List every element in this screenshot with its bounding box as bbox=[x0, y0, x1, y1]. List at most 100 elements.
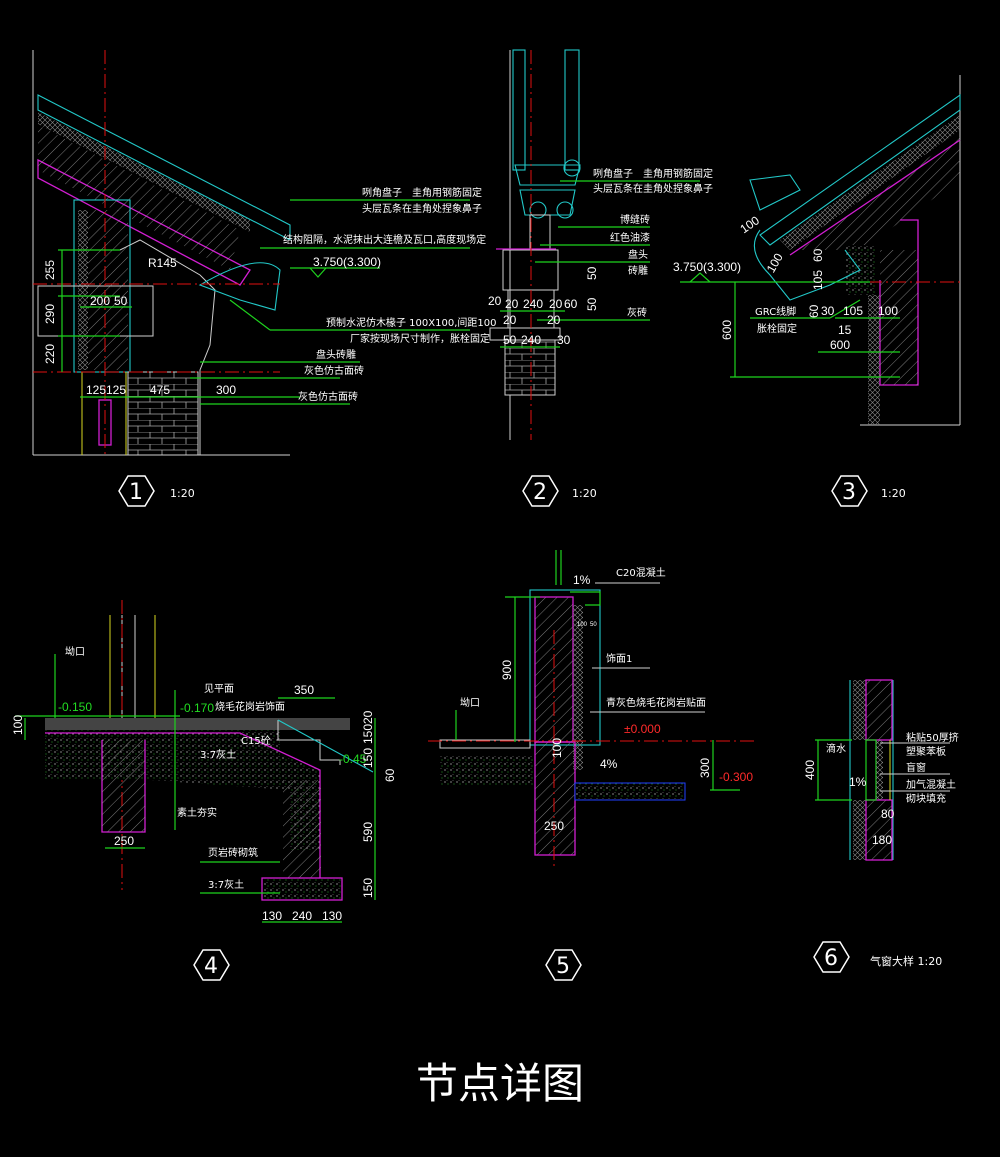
dim: 900 bbox=[500, 660, 514, 680]
dim: 250 bbox=[114, 834, 134, 848]
note: 结构阻隔，水泥抹出大连檐及瓦口,高度现场定 bbox=[283, 233, 486, 246]
note: 滴水 bbox=[826, 742, 846, 755]
dim: 240 bbox=[521, 333, 541, 347]
dim: 600 bbox=[720, 320, 734, 340]
note: 灰色仿古面砖 bbox=[304, 364, 364, 377]
note: 盘头 bbox=[628, 248, 648, 261]
note: 加气混凝土 bbox=[906, 778, 956, 791]
dim: 590 bbox=[361, 822, 375, 842]
dim: 30 bbox=[557, 333, 571, 347]
dim: 240 bbox=[292, 909, 312, 923]
dim: 100 bbox=[11, 715, 25, 735]
dim: 250 bbox=[544, 819, 564, 833]
note: 咧角盘子 圭角用钢筋固定 bbox=[593, 167, 713, 180]
note: 博缝砖 bbox=[620, 213, 650, 226]
level-label: -0.150 bbox=[58, 700, 92, 714]
dim: 130 bbox=[322, 909, 342, 923]
detail-number: 6 bbox=[824, 946, 838, 971]
note: C15砼 bbox=[241, 734, 271, 747]
dim: 30 bbox=[821, 304, 835, 318]
radius-label: R145 bbox=[148, 256, 177, 270]
note: 页岩砖砌筑 bbox=[208, 846, 258, 859]
detail-3: 100 100 105 60 3.750(3.300) GRC线脚 胀栓固定 6… bbox=[673, 75, 961, 507]
note: 红色油漆 bbox=[610, 231, 650, 244]
note: 砖雕 bbox=[628, 264, 648, 277]
scale-label: 1:20 bbox=[881, 487, 906, 500]
dim: 240 bbox=[523, 297, 543, 311]
detail-5: C20混凝土 1% 900 100 50 饰面1 坳口 青灰色烧毛花岗岩贴面 ±… bbox=[428, 550, 755, 981]
dim: 100 bbox=[577, 622, 588, 628]
slope-label: 4% bbox=[600, 757, 618, 771]
dim: 600 bbox=[830, 338, 850, 352]
detail-number: 2 bbox=[533, 480, 547, 505]
dim: 60 bbox=[811, 248, 825, 262]
dim: 50 bbox=[114, 294, 128, 308]
dim: 105 bbox=[843, 304, 863, 318]
level-label: -0.170 bbox=[180, 701, 214, 715]
note: 粘贴50厚挤 bbox=[906, 731, 959, 744]
sheet-title: 节点详图 bbox=[416, 1059, 584, 1108]
dim: 150 bbox=[361, 748, 375, 768]
note: GRC线脚 bbox=[755, 305, 796, 318]
dim: 475 bbox=[150, 383, 170, 397]
dim: 290 bbox=[43, 304, 57, 324]
dim: 50 bbox=[585, 297, 599, 311]
dim: 20 bbox=[547, 313, 561, 327]
dim: 150 bbox=[361, 724, 375, 744]
dim: 20 bbox=[488, 294, 502, 308]
note: 3:7灰土 bbox=[200, 748, 236, 761]
dim: 255 bbox=[43, 260, 57, 280]
dim: 50 bbox=[503, 333, 517, 347]
caption: 气窗大样 1:20 bbox=[870, 954, 942, 968]
note: 头层瓦条在圭角处捏象鼻子 bbox=[593, 182, 713, 195]
slope-label: 1% bbox=[849, 775, 867, 789]
dim: 200 bbox=[90, 294, 110, 308]
dim: 15 bbox=[838, 323, 852, 337]
dim: 350 bbox=[294, 683, 314, 697]
note: 灰砖 bbox=[627, 306, 647, 319]
note: 见平面 bbox=[204, 683, 234, 695]
note: 头层瓦条在圭角处捏象鼻子 bbox=[362, 202, 482, 215]
note: 厂家按现场尺寸制作，胀栓固定 bbox=[350, 332, 490, 345]
dim: 400 bbox=[803, 760, 817, 780]
dim: 20 bbox=[505, 297, 519, 311]
note: C20混凝土 bbox=[616, 566, 666, 579]
detail-number: 3 bbox=[842, 480, 856, 505]
note: 素土夯实 bbox=[177, 806, 217, 819]
detail-1: 咧角盘子 圭角用钢筋固定 头层瓦条在圭角处捏象鼻子 结构阻隔，水泥抹出大连檐及瓦… bbox=[32, 50, 496, 507]
dim: 130 bbox=[262, 909, 282, 923]
elevation-label: 3.750(3.300) bbox=[313, 255, 381, 269]
note: 灰色仿古面砖 bbox=[298, 390, 358, 403]
dim: 60 bbox=[564, 297, 578, 311]
detail-number: 1 bbox=[129, 480, 143, 505]
dim: 150 bbox=[361, 878, 375, 898]
note: 坳口 bbox=[65, 645, 85, 658]
note: 青灰色烧毛花岗岩贴面 bbox=[606, 696, 706, 709]
note: 咧角盘子 圭角用钢筋固定 bbox=[362, 186, 482, 199]
detail-number: 5 bbox=[556, 954, 570, 979]
note: 胀栓固定 bbox=[757, 322, 797, 335]
note: 盲窗 bbox=[906, 761, 926, 774]
dim: 180 bbox=[872, 833, 892, 847]
dim: 105 bbox=[811, 270, 825, 290]
dim: 60 bbox=[807, 304, 821, 318]
scale-label: 1:20 bbox=[170, 487, 195, 500]
dim: 300 bbox=[698, 758, 712, 778]
note: 饰面1 bbox=[606, 652, 632, 665]
note: 烧毛花岗岩饰面 bbox=[215, 700, 285, 713]
note: 砌块填充 bbox=[906, 792, 946, 805]
level-label: -0.300 bbox=[719, 770, 753, 784]
scale-label: 1:20 bbox=[572, 487, 597, 500]
dim: 80 bbox=[881, 807, 895, 821]
dim: 20 bbox=[361, 710, 375, 724]
detail-4: 坳口 100 -0.150 见平面 -0.170 烧毛花岗岩饰面 350 3:7… bbox=[11, 600, 397, 981]
dim: 60 bbox=[383, 768, 397, 782]
level-label: -0.45 bbox=[339, 752, 367, 766]
level-label: ±0.000 bbox=[624, 722, 661, 736]
detail-6: 滴水 400 1% 粘贴50厚挤 塑聚苯板 盲窗 加气混凝土 砌块填充 80 1… bbox=[803, 679, 959, 973]
dim: 125 bbox=[106, 383, 126, 397]
dim: 100 bbox=[878, 304, 898, 318]
note: 预制水泥仿木椽子 100X100,间距100 bbox=[326, 316, 496, 329]
dim: 20 bbox=[549, 297, 563, 311]
